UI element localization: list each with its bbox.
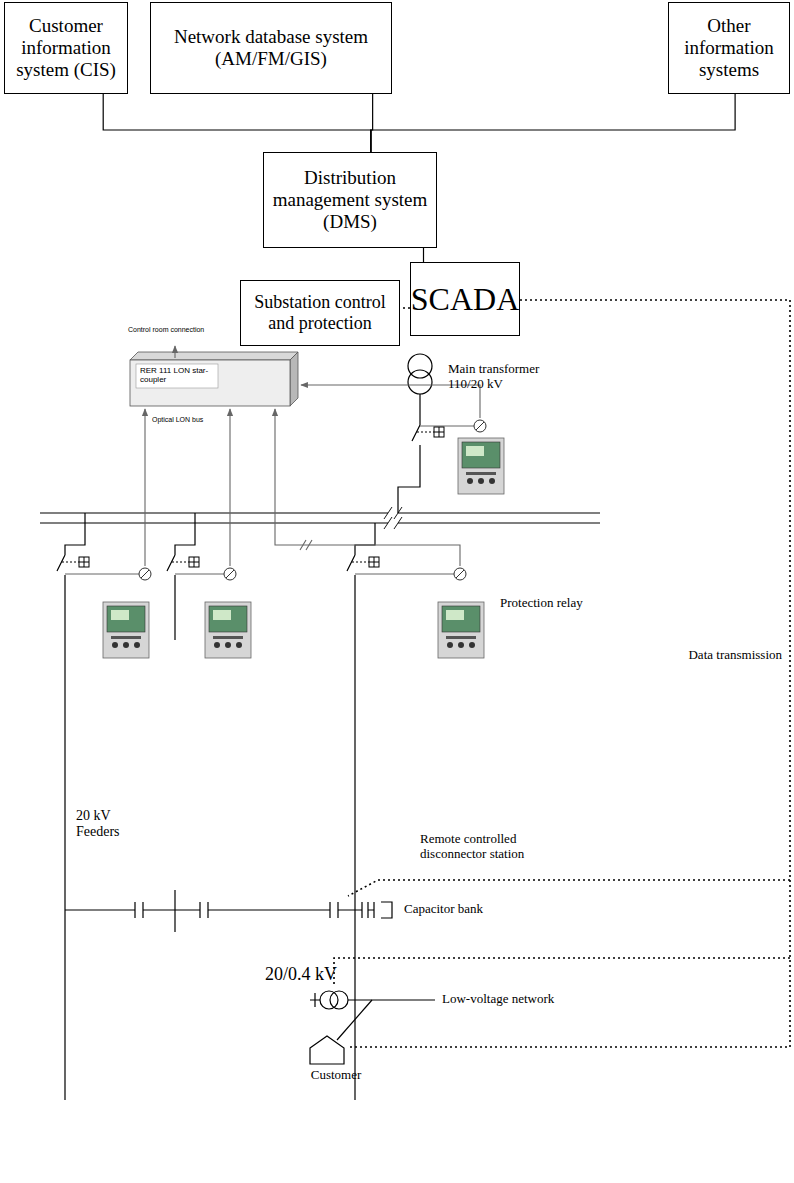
transformer-bay [398, 394, 420, 513]
transformer-winding [330, 991, 348, 1009]
dotted-line [348, 880, 790, 896]
box-label: Substation control and protection [245, 292, 395, 333]
connector [423, 248, 424, 262]
box-label: SCADA [411, 281, 519, 318]
component-label: Main transformer 110/20 kV [448, 362, 568, 392]
box-label: Other information systems [673, 15, 785, 81]
line-label: Data transmission [672, 648, 782, 663]
bus-label: Optical LON bus [152, 416, 203, 424]
box-label: Distribution management system (DMS) [268, 167, 432, 233]
busbar [398, 522, 600, 523]
component-label: Customer [296, 1068, 376, 1083]
system-box: Distribution management system (DMS) [263, 152, 437, 248]
component-label: Low-voltage network [442, 992, 592, 1007]
open-point [135, 902, 368, 918]
port-label: Control room connection [128, 326, 204, 334]
grid-box [62, 557, 89, 567]
protection-relay [175, 568, 251, 658]
service-line [337, 1000, 372, 1040]
system-box: Customer information system (CIS) [4, 2, 128, 94]
dotted-line [334, 958, 790, 986]
component-label: Protection relay [500, 596, 590, 611]
break-mark [384, 507, 402, 529]
box-label: Customer information system (CIS) [9, 15, 123, 81]
protection-relay [355, 568, 484, 658]
connector [400, 307, 410, 309]
transformer-winding [320, 991, 338, 1009]
wiring [40, 354, 600, 1100]
capacitor-symbol [374, 902, 392, 918]
grid-box [352, 557, 379, 567]
feeder-line [65, 909, 374, 910]
protection-relay [65, 568, 151, 658]
protection-relay [420, 420, 504, 494]
feeder-label: 20 kV Feeders [76, 808, 156, 840]
lon-bus [145, 346, 480, 566]
switch-symbol [310, 993, 320, 1007]
system-box: SCADA [410, 262, 520, 336]
feeder-bay [167, 513, 195, 640]
component-label: Remote controlled disconnector station [420, 832, 580, 862]
component-label: Capacitor bank [404, 902, 524, 917]
voltage-label: 20/0.4 kV [265, 964, 355, 985]
transformer-winding [408, 370, 432, 394]
system-box: Network database system (AM/FM/GIS) [150, 2, 392, 94]
busbar [40, 522, 388, 523]
lv-line [348, 999, 435, 1000]
connector [103, 94, 371, 152]
star-coupler [130, 352, 298, 406]
system-box: Other information systems [668, 2, 790, 94]
dotted-line [348, 300, 790, 1047]
transformer-winding [408, 354, 432, 378]
busbar [40, 512, 388, 513]
busbar [398, 512, 600, 513]
grid-box [417, 427, 444, 437]
customer-house [310, 1036, 344, 1064]
data-transmission-line [334, 300, 790, 1047]
connector [371, 94, 735, 152]
device-label: RER 111 LON star-coupler [140, 366, 210, 384]
relay-group [62, 420, 504, 658]
box-label: Network database system (AM/FM/GIS) [155, 26, 387, 70]
branch [174, 890, 175, 932]
feeder-bay [57, 513, 85, 1100]
system-box: Substation control and protection [240, 280, 400, 346]
grid-box [172, 557, 199, 567]
